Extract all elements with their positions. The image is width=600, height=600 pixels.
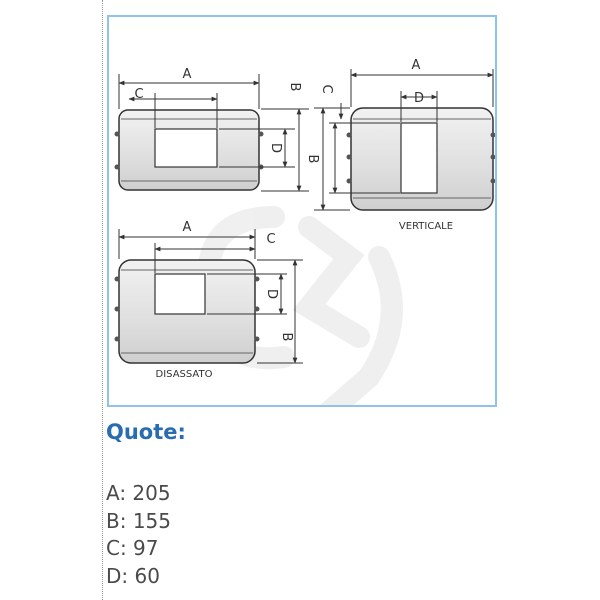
dimension-lines-horizontal	[118, 74, 309, 192]
dimension-list: A: 205 B: 155 C: 97 D: 60	[106, 480, 171, 590]
dotted-divider	[102, 0, 103, 600]
dim-label-c-offset: C	[266, 232, 275, 247]
dim-label-a: A	[183, 67, 192, 82]
dim-label-b-vertical: B	[305, 155, 320, 164]
device-vertical	[346, 107, 495, 211]
dimension-item-c: C: 97	[106, 536, 159, 560]
dimension-item-b: B: 155	[106, 508, 171, 533]
dim-label-d-vertical: D	[414, 91, 424, 106]
dim-label-d-offset: D	[264, 289, 279, 299]
device-horizontal	[114, 109, 264, 191]
dimension-lines-offset	[118, 229, 303, 364]
dimension-diagram: A C B D A D C	[114, 58, 495, 405]
dim-label-b: B	[287, 83, 302, 92]
quote-heading: Quote:	[106, 420, 186, 444]
diagram-frame: A C B D A D C	[107, 15, 497, 407]
dim-label-d: D	[268, 143, 283, 153]
dim-label-a-offset: A	[183, 220, 192, 235]
view-label-vertical: VERTICALE	[399, 221, 453, 232]
dimension-lines-vertical	[314, 69, 494, 211]
dimension-item-a: A: 205	[106, 481, 171, 505]
dim-label-c-vertical: C	[319, 84, 334, 93]
dim-label-b-offset: B	[279, 333, 294, 342]
view-label-offset: DISASSATO	[156, 369, 213, 380]
dim-label-c: C	[134, 87, 143, 102]
dim-label-a-vertical: A	[412, 58, 421, 73]
dimension-item-d: D: 60	[106, 563, 160, 588]
device-offset	[114, 259, 260, 364]
